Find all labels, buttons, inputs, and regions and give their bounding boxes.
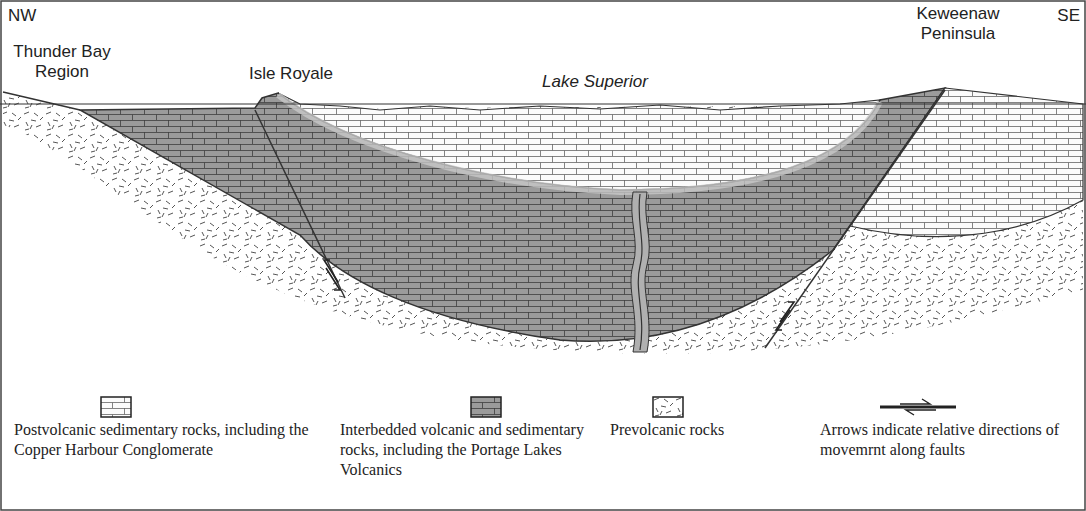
legend-swatch <box>470 396 502 418</box>
legend-swatch <box>100 396 132 418</box>
legend-swatch <box>878 396 958 418</box>
place-label: Keweenaw Peninsula <box>892 4 1024 43</box>
legend-text: Postvolcanic sedimentary rocks, includin… <box>14 420 314 460</box>
compass-label: NW <box>8 6 48 26</box>
legend-text: Prevolcanic rocks <box>610 420 810 440</box>
compass-label: SE <box>1046 6 1080 26</box>
water-label: Lake Superior <box>520 72 670 92</box>
legend-text: Interbedded volcanic and sedimentary roc… <box>340 420 590 480</box>
legend-swatch <box>652 396 684 418</box>
place-label: Isle Royale <box>236 64 346 84</box>
place-label: Thunder Bay Region <box>6 42 118 81</box>
legend-text: Arrows indicate relative directions of m… <box>820 420 1075 460</box>
